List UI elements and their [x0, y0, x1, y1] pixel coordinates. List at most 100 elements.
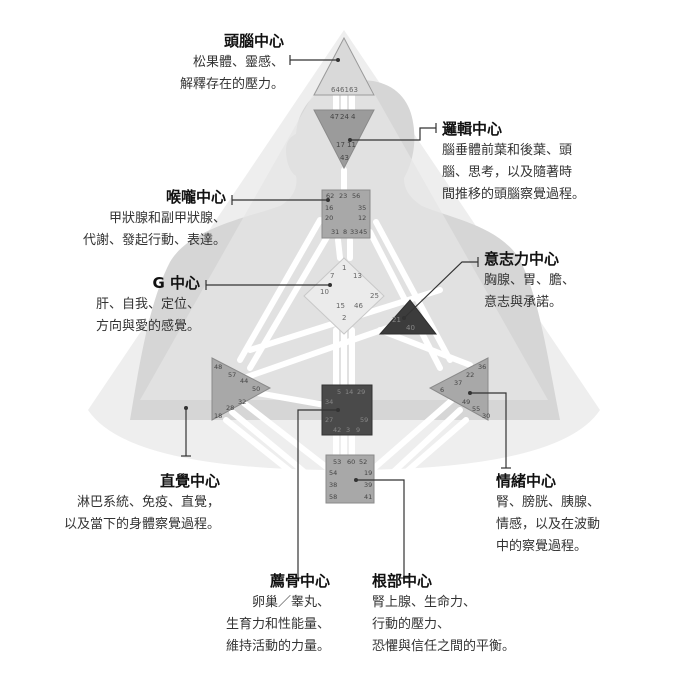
- sacral-center-desc-line: 維持活動的力量。: [225, 639, 330, 654]
- head-center: 64 61 63: [313, 36, 375, 96]
- throat-gate-label: 56: [352, 192, 360, 200]
- sacral-gate-label: 42: [333, 426, 341, 434]
- spleen-center-title: 直覺中心: [159, 472, 220, 490]
- g-gate-label: 2: [342, 314, 346, 322]
- sacral-leader: [297, 409, 338, 578]
- spleen-center-desc-line: 淋巴系統、免疫、直覺，: [76, 495, 220, 510]
- root-leader: [356, 479, 405, 578]
- root-center-shape: [325, 454, 375, 504]
- spleen-center-label: 直覺中心 淋巴系統、免疫、直覺， 以及當下的身體察覺過程。: [20, 470, 220, 536]
- g-center-label: G 中心 肝、自我、定位、 方向與愛的感覺。: [60, 272, 200, 338]
- ego-center: 21 40: [378, 299, 438, 335]
- ajna-center-desc-line: 腦垂體前葉和後葉、頭: [442, 143, 573, 158]
- head-center-label: 頭腦中心 松果體、靈感、 解釋存在的壓力。: [140, 30, 284, 96]
- spleen-gate-label: 28: [226, 404, 234, 412]
- throat-gate-label: 35: [358, 204, 366, 212]
- leader-lines: [181, 55, 511, 579]
- ajna-gate-label: 4: [351, 113, 356, 121]
- throat-gate-label: 16: [325, 204, 333, 212]
- ajna-center-title: 邏輯中心: [442, 120, 503, 138]
- solar-gate-label: 30: [482, 412, 490, 420]
- head-center-desc-line: 解釋存在的壓力。: [179, 77, 284, 92]
- ajna-gate-label: 17: [336, 141, 345, 149]
- ego-center-title: 意志力中心: [484, 250, 560, 268]
- solar-gate-label: 6: [440, 386, 444, 394]
- root-center-desc-line: 恐懼與信任之間的平衡。: [372, 639, 516, 654]
- throat-gate-label: 23: [339, 192, 347, 200]
- solar-plexus-center-title: 情緒中心: [496, 472, 557, 490]
- solar-plexus-center: 36 22 37 6 49 55 30: [428, 357, 490, 421]
- g-center-desc-line: 方向與愛的感覺。: [95, 319, 200, 334]
- throat-gate-label: 31: [331, 228, 339, 236]
- g-gate-label: 13: [353, 272, 362, 280]
- solar-gate-label: 37: [454, 379, 462, 387]
- solar-plexus-center-label: 情緒中心 腎、膀胱、胰腺、 情感，以及在波動 中的察覺過程。: [496, 470, 600, 558]
- head-center-desc-line: 松果體、靈感、: [192, 55, 284, 70]
- throat-gate-label: 12: [358, 214, 366, 222]
- sacral-gate-label: 14: [345, 388, 353, 396]
- ajna-gate-label: 11: [347, 141, 356, 149]
- sacral-center-title: 薦骨中心: [269, 572, 330, 590]
- throat-gate-label: 20: [325, 214, 333, 222]
- spleen-gate-label: 50: [252, 385, 260, 393]
- ego-center-label: 意志力中心 胸腺、胃、膽、 意志與承諾。: [484, 248, 575, 314]
- spleen-gate-label: 18: [214, 412, 222, 420]
- throat-center-shape: [321, 189, 371, 239]
- spleen-center: 48 57 44 50 32 28 18: [211, 357, 272, 421]
- head-center-shape: [313, 36, 375, 96]
- spleen-center-desc-line: 以及當下的身體察覺過程。: [63, 517, 220, 532]
- root-gate-label: 41: [364, 493, 372, 501]
- spleen-center-shape: [211, 357, 272, 421]
- throat-gate-label: 33: [350, 228, 358, 236]
- solar-gate-label: 36: [478, 363, 486, 371]
- ego-gate-label: 40: [406, 324, 415, 332]
- g-gate-label: 1: [342, 264, 346, 272]
- solar-gate-label: 49: [462, 398, 470, 406]
- sacral-gate-label: 5: [337, 388, 341, 396]
- throat-center-desc-line: 代謝、發起行動、表達。: [82, 233, 226, 248]
- sacral-gate-label: 29: [357, 388, 365, 396]
- ajna-gate-label: 43: [340, 154, 349, 162]
- sacral-gate-label: 59: [360, 416, 368, 424]
- ajna-gate-label: 24: [340, 113, 349, 121]
- root-center: 53 60 52 54 19 38 39 58 41: [325, 454, 375, 504]
- root-gate-label: 60: [347, 458, 355, 466]
- sacral-gate-label: 9: [356, 426, 360, 434]
- root-gate-label: 58: [329, 493, 337, 501]
- sacral-center-label: 薦骨中心 卵巢／睾丸、 生育力和性能量、 維持活動的力量。: [180, 570, 330, 658]
- root-gate-label: 38: [329, 481, 337, 489]
- g-gate-label: 15: [336, 302, 345, 310]
- ego-center-desc-line: 意志與承諾。: [484, 295, 563, 310]
- g-gate-label: 10: [320, 288, 329, 296]
- solar-plexus-center-desc-line: 腎、膀胱、胰腺、: [496, 495, 601, 510]
- ego-center-desc-line: 胸腺、胃、膽、: [484, 273, 576, 288]
- solar-plexus-center-desc-line: 中的察覺過程。: [496, 539, 588, 554]
- spleen-gate-label: 44: [240, 377, 248, 385]
- g-center-desc-line: 肝、自我、定位、: [95, 297, 200, 312]
- g-gate-label: 7: [330, 272, 334, 280]
- ajna-center-desc-line: 腦、思考，以及隨著時: [442, 165, 573, 180]
- ajna-center-label: 邏輯中心 腦垂體前葉和後葉、頭 腦、思考，以及隨著時 間推移的頭腦察覺過程。: [442, 118, 585, 206]
- solar-plexus-center-desc-line: 情感，以及在波動: [496, 517, 601, 532]
- spleen-gate-label: 32: [238, 398, 246, 406]
- ajna-center: 47 24 4 17 11 43: [313, 109, 375, 170]
- root-gate-label: 53: [333, 458, 341, 466]
- head-gate-label: 63: [349, 86, 358, 94]
- ego-leader: [403, 261, 478, 319]
- root-gate-label: 39: [364, 481, 372, 489]
- root-center-desc-line: 行動的壓力、: [372, 617, 451, 632]
- throat-gate-label: 8: [343, 228, 347, 236]
- solar-plexus-center-shape: [428, 357, 489, 421]
- sacral-gate-label: 3: [346, 426, 350, 434]
- throat-center-label: 喉嚨中心 甲狀腺和副甲狀腺、 代謝、發起行動、表達。: [40, 186, 226, 252]
- root-gate-label: 52: [359, 458, 367, 466]
- ego-center-shape: [378, 299, 438, 335]
- head-gate-label: 64: [331, 86, 340, 94]
- spleen-gate-label: 57: [228, 371, 236, 379]
- throat-center: 62 23 56 16 35 20 12 31 8 33 45: [321, 189, 371, 239]
- spleen-gate-label: 48: [214, 363, 222, 371]
- g-center-shape: [303, 257, 385, 335]
- solar-gate-label: 22: [466, 371, 474, 379]
- g-center: 1 7 13 10 25 15 46 2: [303, 257, 385, 335]
